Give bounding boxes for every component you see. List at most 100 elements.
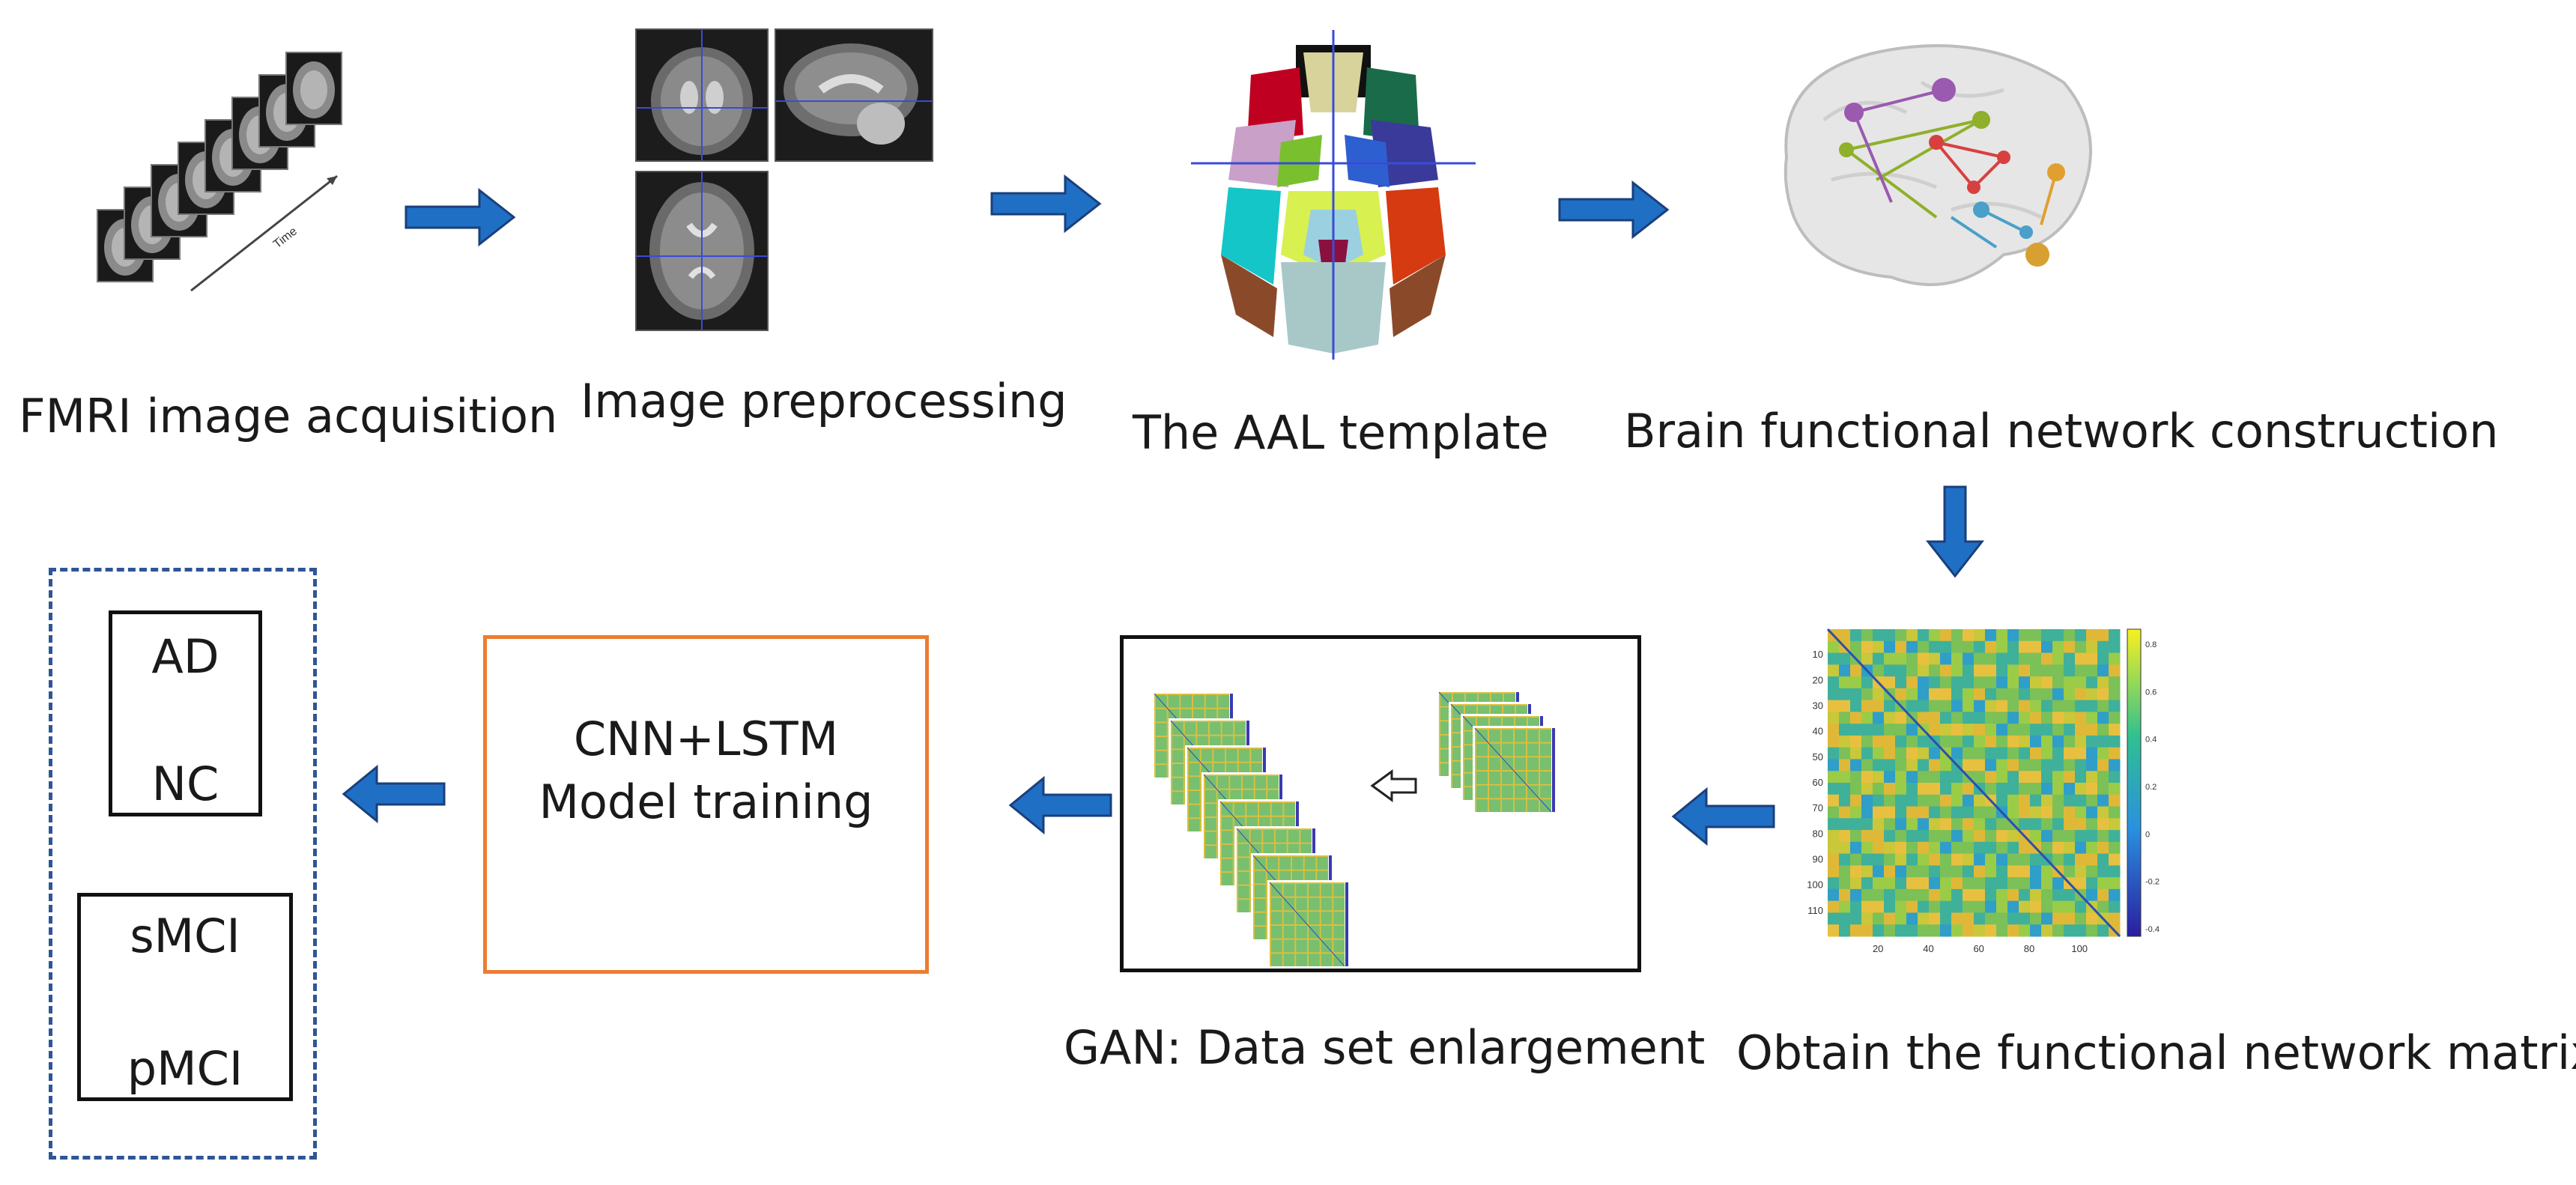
matrix-cell — [1850, 924, 1862, 937]
matrix-cell — [1918, 652, 1930, 665]
matrix-cell — [2109, 830, 2121, 843]
matrix-cell — [1906, 888, 1918, 902]
matrix-cell — [1929, 924, 1941, 937]
matrix-cell — [1996, 759, 2008, 772]
matrix-cell — [1951, 877, 1963, 890]
matrix-cell — [1895, 806, 1907, 819]
matrix-cell — [2019, 818, 2031, 831]
matrix-cell — [1895, 877, 1907, 890]
matrix-cell — [1828, 806, 1840, 819]
matrix-cell — [1985, 865, 1997, 878]
matrix-cell — [2052, 783, 2064, 795]
matrix-colorbar — [2127, 628, 2142, 937]
matrix-cell — [1963, 830, 1975, 843]
matrix-cell — [1895, 735, 1907, 748]
matrix-cell — [2064, 818, 2076, 831]
matrix-cell — [1861, 853, 1873, 866]
matrix-cell — [1918, 688, 1930, 701]
matrix-cell — [1839, 629, 1851, 642]
matrix-cell — [2064, 688, 2076, 701]
matrix-cell — [2052, 888, 2064, 902]
matrix-cell — [1929, 640, 1941, 654]
matrix-cell — [2041, 640, 2053, 654]
matrix-cell — [1974, 712, 1986, 724]
matrix-cell — [1895, 924, 1907, 937]
matrix-cell — [1895, 818, 1907, 831]
flow-arrow-right-1 — [404, 187, 516, 247]
matrix-cell — [1828, 712, 1840, 724]
matrix-cell — [1918, 783, 1930, 795]
matrix-cell — [2030, 676, 2042, 689]
matrix-cell — [1918, 877, 1930, 890]
matrix-cell — [1873, 640, 1885, 654]
matrix-cell — [2075, 912, 2087, 925]
matrix-cell — [2097, 888, 2109, 902]
matrix-cell — [2109, 818, 2121, 831]
matrix-y-tick: 30 — [1813, 700, 1823, 712]
matrix-cell — [2064, 712, 2076, 724]
matrix-cell — [1873, 783, 1885, 795]
matrix-cell — [1828, 794, 1840, 807]
matrix-cell — [1873, 652, 1885, 665]
matrix-cell — [2064, 759, 2076, 772]
matrix-cell — [1850, 759, 1862, 772]
matrix-cell — [1839, 712, 1851, 724]
matrix-cell — [2075, 688, 2087, 701]
matrix-x-tick: 60 — [1973, 943, 1983, 954]
matrix-cell — [1850, 724, 1862, 736]
matrix-cell — [2075, 712, 2087, 724]
gan-hollow-arrow — [1370, 769, 1417, 802]
matrix-cell — [1873, 724, 1885, 736]
matrix-cell — [1906, 664, 1918, 677]
matrix-cell — [1850, 629, 1862, 642]
matrix-cell — [1974, 652, 1986, 665]
matrix-cell — [1918, 664, 1930, 677]
matrix-cell — [1951, 712, 1963, 724]
output-classes-box — [49, 568, 317, 1160]
matrix-cell — [1929, 724, 1941, 736]
matrix-cell — [1918, 712, 1930, 724]
matrix-cell — [1828, 818, 1840, 831]
matrix-cell — [1884, 700, 1896, 712]
matrix-cell — [2007, 841, 2019, 855]
matrix-cell — [1873, 841, 1885, 855]
matrix-cell — [2075, 853, 2087, 866]
matrix-cell — [1985, 700, 1997, 712]
matrix-cell — [1929, 888, 1941, 902]
matrix-cell — [1850, 912, 1862, 925]
matrix-cell — [2086, 724, 2098, 736]
class-group-ad-nc — [109, 610, 262, 816]
matrix-cell — [1861, 924, 1873, 937]
matrix-cell — [1929, 712, 1941, 724]
matrix-cell — [1985, 806, 1997, 819]
matrix-cell — [2097, 924, 2109, 937]
matrix-cell — [1884, 900, 1896, 913]
matrix-cell — [1839, 724, 1851, 736]
matrix-cell — [2007, 865, 2019, 878]
matrix-cell — [1906, 629, 1918, 642]
matrix-cell — [2007, 794, 2019, 807]
colorbar-tick: -0.4 — [2145, 925, 2160, 934]
matrix-cell — [1884, 783, 1896, 795]
matrix-cell — [2075, 664, 2087, 677]
matrix-cell — [1929, 912, 1941, 925]
matrix-cell — [1906, 865, 1918, 878]
matrix-cell — [2052, 700, 2064, 712]
matrix-cell — [2030, 735, 2042, 748]
matrix-cell — [1985, 830, 1997, 843]
matrix-cell — [1895, 712, 1907, 724]
matrix-cell — [2030, 688, 2042, 701]
matrix-cell — [1974, 900, 1986, 913]
class-label-pmci: pMCI — [127, 1041, 243, 1096]
matrix-cell — [1895, 724, 1907, 736]
matrix-cell — [1929, 759, 1941, 772]
matrix-cell — [2007, 771, 2019, 784]
matrix-cell — [1918, 830, 1930, 843]
matrix-cell — [2109, 853, 2121, 866]
matrix-cell — [1974, 912, 1986, 925]
matrix-cell — [2052, 640, 2064, 654]
step-label-matrix: Obtain the functional network matrix — [1736, 1025, 2576, 1080]
matrix-cell — [2086, 853, 2098, 866]
matrix-cell — [1828, 724, 1840, 736]
matrix-cell — [1839, 783, 1851, 795]
